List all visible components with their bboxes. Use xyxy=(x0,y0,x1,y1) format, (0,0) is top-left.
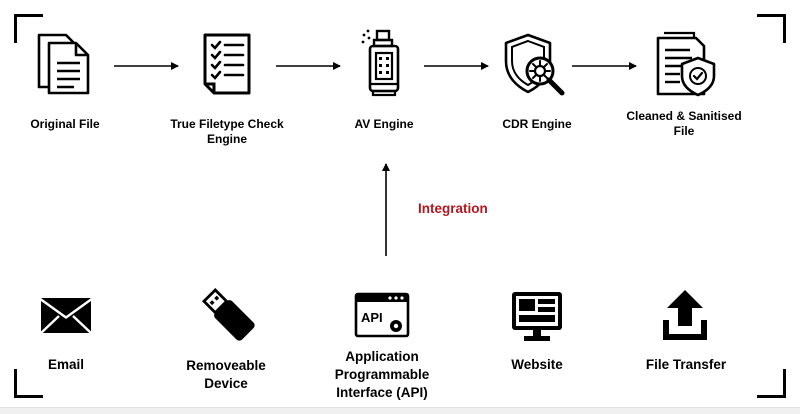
bottom-edge-bar xyxy=(0,407,800,414)
source-label-file-transfer: File Transfer xyxy=(645,357,727,372)
step-label-true-filetype-check-engine: True Filetype Check Engine xyxy=(170,117,284,146)
source-label-website: Website xyxy=(511,357,563,372)
source-label-email: Email xyxy=(47,357,85,372)
upload-icon xyxy=(663,290,707,340)
step-label-original-file: Original File xyxy=(30,117,100,131)
shield-magnifier-icon xyxy=(504,33,565,96)
document-shield-check-icon xyxy=(656,31,716,97)
step-label-cdr-engine: CDR Engine xyxy=(502,117,572,131)
step-label-cleaned-sanitised-file: Cleaned & Sanitised File xyxy=(626,109,742,138)
usb-drive-icon xyxy=(201,287,255,341)
document-icon xyxy=(37,33,90,95)
corner-bracket-bottom-left xyxy=(14,369,43,398)
checklist-icon xyxy=(203,33,251,95)
source-label-api: Application Programmable Interface (API) xyxy=(334,349,430,400)
spray-bottle-icon xyxy=(361,29,400,97)
corner-bracket-top-left xyxy=(14,14,43,43)
integration-label: Integration xyxy=(418,201,488,216)
monitor-icon xyxy=(512,292,562,341)
envelope-icon xyxy=(40,298,92,334)
api-window-icon: API xyxy=(354,292,410,338)
source-label-removeable-device: Removeable Device xyxy=(186,358,266,391)
corner-bracket-bottom-right xyxy=(757,369,786,398)
step-label-av-engine: AV Engine xyxy=(354,117,414,131)
corner-bracket-top-right xyxy=(757,14,786,43)
api-icon-text: API xyxy=(361,310,383,325)
